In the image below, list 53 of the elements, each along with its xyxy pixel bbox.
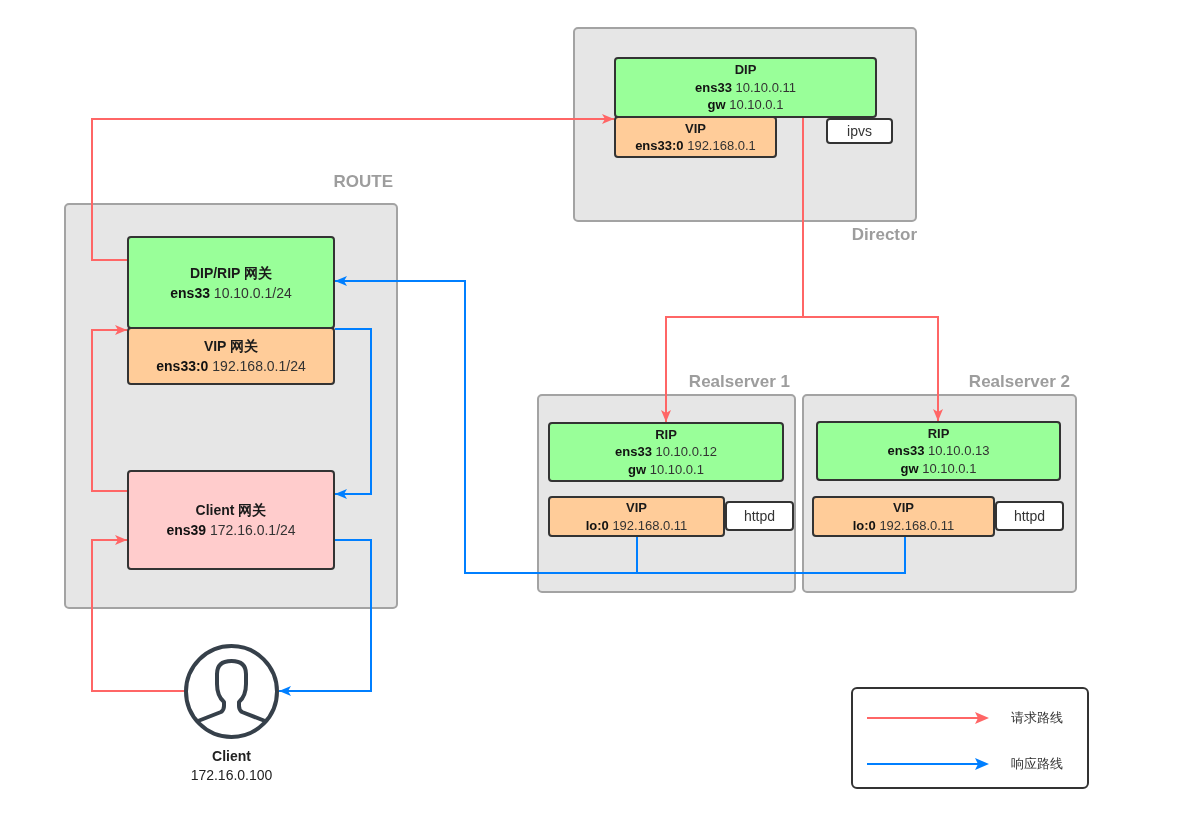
interface-box (127, 470, 335, 570)
box-text: gw 10.10.0.1 (707, 96, 784, 114)
box-title: VIP 网关 (203, 337, 259, 356)
box-title: DIP (734, 61, 757, 79)
arrow-connector (91, 114, 615, 261)
group-title: Realserver 1 (688, 371, 790, 393)
box-title: Client 网关 (195, 501, 267, 520)
box-text: gw 10.10.0.1 (900, 459, 977, 478)
arrow-connector (278, 539, 372, 696)
arrow-connector (334, 276, 638, 574)
box-title: VIP (685, 119, 706, 137)
arrow-connector (802, 316, 943, 422)
box-text: ens33 10.10.0.13 (887, 442, 990, 460)
box-title: RIP (655, 425, 677, 444)
arrow-connector (91, 325, 128, 492)
interface-box (548, 422, 784, 482)
box-text: lo:0 192.168.0.11 (852, 516, 955, 534)
box-text: lo:0 192.168.0.11 (585, 516, 688, 534)
interface-box (127, 327, 335, 385)
box-title: DIP/RIP 网关 (189, 263, 273, 283)
interface-box (614, 116, 777, 158)
box-text: gw 10.10.0.1 (628, 460, 704, 479)
box-text: ens33 10.10.0.12 (615, 443, 717, 461)
service-name: httpd (743, 507, 776, 525)
service-box (995, 501, 1064, 531)
caption-title: Client (212, 747, 251, 766)
user-icon (184, 644, 279, 739)
box-title: VIP (893, 499, 914, 517)
box-text: ens33:0 192.168.0.1 (635, 137, 756, 155)
legend-text: 请求路线 (1011, 709, 1063, 727)
caption-text: 172.16.0.100 (190, 766, 273, 785)
box-text: ens33:0 192.168.0.1/24 (156, 357, 306, 376)
service-box (725, 501, 794, 531)
box-text: ens33 10.10.0.1/24 (170, 283, 292, 303)
service-box (826, 118, 893, 144)
service-name: httpd (1013, 507, 1046, 525)
group-title: Realserver 2 (968, 371, 1070, 393)
box-text: ens39 172.16.0.1/24 (166, 521, 296, 540)
arrow-connector (91, 535, 185, 692)
interface-box (812, 496, 995, 537)
legend-text: 响应路线 (1011, 755, 1063, 773)
group-title: ROUTE (333, 171, 393, 193)
arrow-connector (334, 328, 372, 499)
interface-box (548, 496, 725, 537)
arrow-connector (661, 316, 804, 423)
interface-box (127, 236, 335, 329)
box-title: RIP (927, 424, 950, 443)
group-title: Director (851, 224, 917, 246)
box-text: ens33 10.10.0.11 (695, 78, 796, 97)
box-title: VIP (626, 499, 647, 517)
interface-box (614, 57, 877, 118)
interface-box (816, 421, 1061, 481)
service-name: ipvs (847, 122, 872, 140)
